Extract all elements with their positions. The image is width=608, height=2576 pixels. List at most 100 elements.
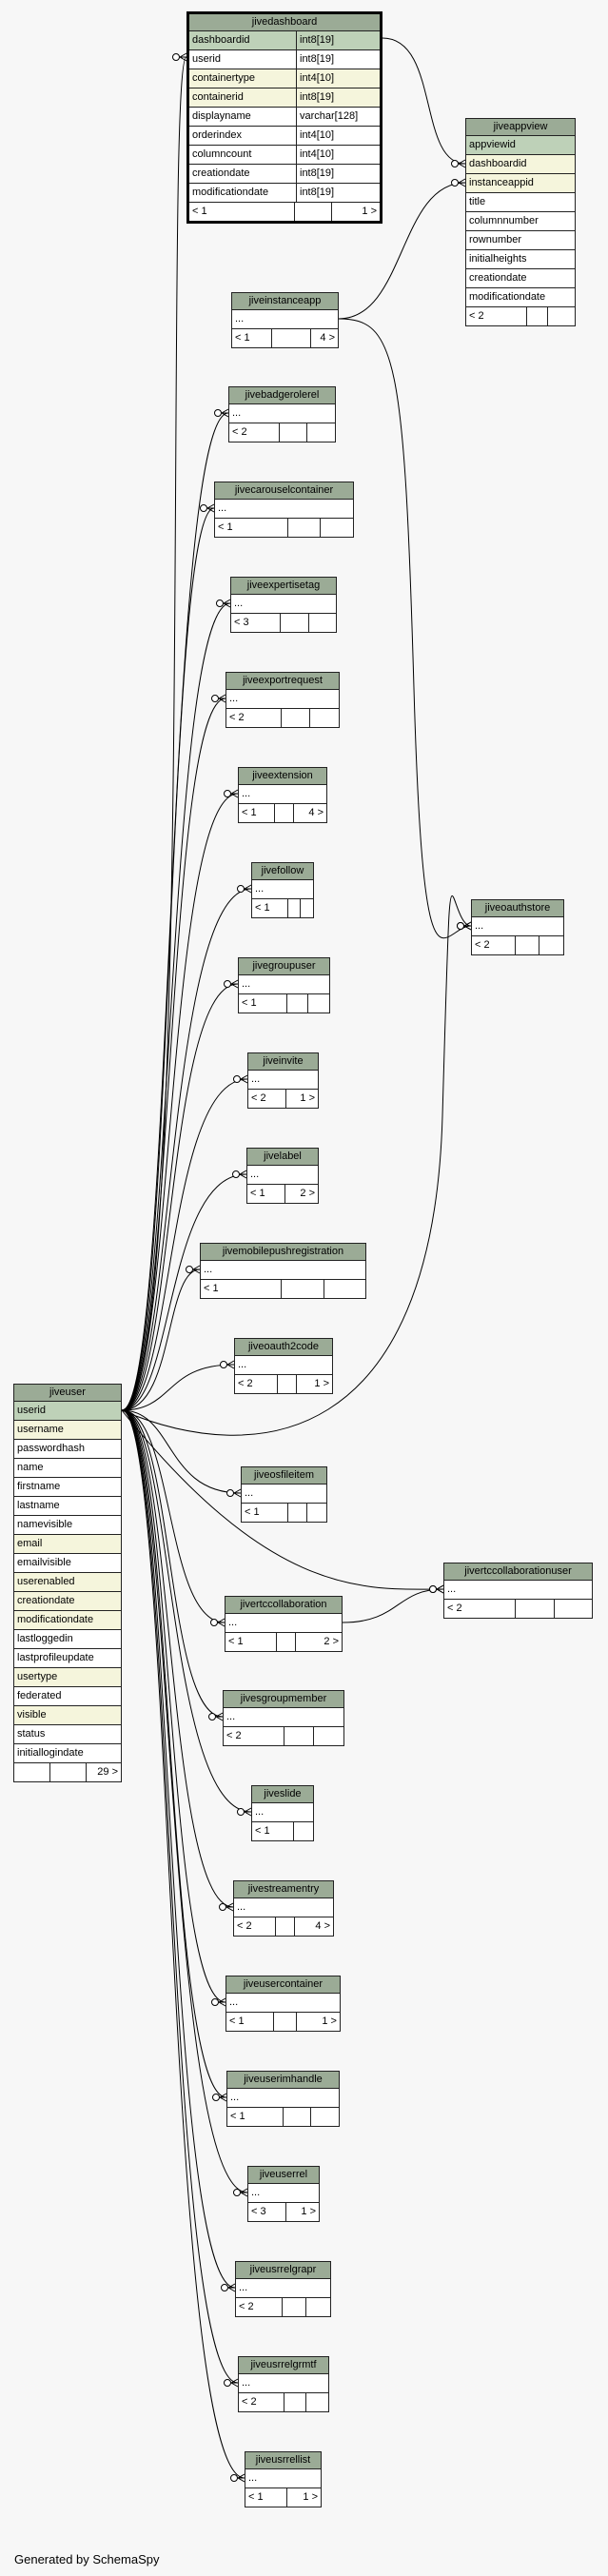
footer-cell: < 2	[469, 310, 484, 322]
footer-cell	[280, 614, 308, 632]
table-name: jiveusrrellist	[245, 2452, 321, 2469]
table-jiveexpertisetag[interactable]: jiveexpertisetag...< 3	[230, 577, 337, 633]
column-name: ...	[235, 313, 245, 324]
table-name: jivedashboard	[189, 14, 380, 31]
column-row: status	[14, 1725, 121, 1744]
table-jivesgroupmember[interactable]: jivesgroupmember...< 2	[223, 1690, 344, 1746]
table-name: jivefollow	[252, 863, 313, 880]
relationship-line	[121, 983, 239, 1411]
footer-cell: < 1	[228, 1636, 244, 1647]
column-row: dashboardid	[466, 155, 575, 174]
column-row: ...	[239, 785, 326, 804]
column-type: int4[10]	[296, 69, 380, 88]
crows-foot-marker	[233, 1488, 242, 1498]
optional-marker	[224, 2379, 231, 2387]
column-row: passwordhash	[14, 1440, 121, 1459]
column-name: email	[17, 1538, 43, 1549]
table-footer: < 2	[229, 423, 335, 442]
crows-foot-marker	[237, 2473, 245, 2483]
column-name: usertype	[17, 1671, 58, 1682]
table-footer: < 1	[239, 994, 329, 1013]
footer-cell: < 1	[248, 2491, 264, 2503]
footer-cell: 1 >	[295, 1375, 332, 1393]
table-name: jivertccollaborationuser	[444, 1563, 592, 1581]
footer-cell: < 1	[218, 521, 233, 533]
optional-marker	[429, 1585, 437, 1593]
table-jiveoauthstore[interactable]: jiveoauthstore...< 2	[471, 899, 564, 955]
column-name: federated	[17, 1690, 62, 1701]
optional-marker	[172, 53, 180, 61]
column-name: modificationdate	[17, 1614, 94, 1625]
table-name: jivesgroupmember	[224, 1691, 343, 1708]
column-row: ...	[252, 1803, 313, 1822]
table-jiveexportrequest[interactable]: jiveexportrequest...< 2	[226, 672, 340, 728]
table-jivebadgerolerel[interactable]: jivebadgerolerel...< 2	[228, 386, 336, 442]
relationship-line	[121, 1409, 236, 2289]
column-row: usertype	[14, 1668, 121, 1687]
table-jivegroupuser[interactable]: jivegroupuser...< 1	[238, 957, 330, 1013]
crows-foot-marker	[218, 694, 226, 703]
footer-cell	[280, 1280, 324, 1298]
generated-by-footer: Generated by SchemaSpy	[14, 2552, 160, 2566]
footer-cell	[306, 423, 335, 442]
column-name: ...	[251, 2187, 261, 2198]
column-row: ...	[227, 2089, 339, 2108]
table-jivecarouselcontainer[interactable]: jivecarouselcontainer...< 1	[214, 482, 354, 538]
table-footer: < 1	[227, 2108, 339, 2126]
crows-foot-marker	[221, 408, 229, 418]
footer-cell: < 1	[192, 206, 207, 217]
table-jiveusrrelgrapr[interactable]: jiveusrrelgrapr...< 2	[235, 2261, 331, 2317]
footer-cell: < 2	[251, 1092, 266, 1104]
column-name: modificationdate	[192, 187, 269, 198]
footer-cell	[273, 2013, 296, 2031]
table-jiveosfileitem[interactable]: jiveosfileitem...< 1	[241, 1466, 327, 1523]
column-name: ...	[242, 788, 251, 799]
crows-foot-marker	[223, 599, 231, 608]
table-jiveuserimhandle[interactable]: jiveuserimhandle...< 1	[226, 2071, 340, 2127]
footer-cell	[514, 936, 539, 954]
column-row: ...	[215, 500, 353, 519]
table-jivefollow[interactable]: jivefollow...< 1	[251, 862, 314, 918]
table-name: jiveusrrelgrmtf	[239, 2357, 328, 2374]
table-name: jiveslide	[252, 1786, 313, 1803]
column-name: lastloggedin	[17, 1633, 73, 1644]
table-name: jiveexportrequest	[226, 673, 339, 690]
relationship-line	[121, 888, 252, 1411]
column-name: ...	[228, 1617, 238, 1628]
optional-marker	[457, 922, 464, 930]
column-row: lastloggedin	[14, 1630, 121, 1649]
column-name: ...	[229, 693, 239, 704]
table-name: jiveinstanceapp	[232, 293, 338, 310]
column-row: creationdate	[14, 1592, 121, 1611]
table-jivemobilepushregistration[interactable]: jivemobilepushregistration...< 1	[200, 1243, 366, 1299]
table-jiveslide[interactable]: jiveslide...< 1	[251, 1785, 314, 1841]
table-name: jiveuser	[14, 1385, 121, 1402]
column-name: ...	[238, 1359, 247, 1370]
table-jivertccollaborationuser[interactable]: jivertccollaborationuser...< 2	[443, 1563, 593, 1619]
table-jiveusrrelgrmtf[interactable]: jiveusrrelgrmtf...< 2	[238, 2356, 329, 2412]
column-row: ...	[226, 690, 339, 709]
footer-cell: < 3	[251, 2206, 266, 2217]
column-name: ...	[218, 502, 227, 514]
column-row: ...	[232, 310, 338, 329]
crows-foot-marker	[244, 884, 252, 894]
